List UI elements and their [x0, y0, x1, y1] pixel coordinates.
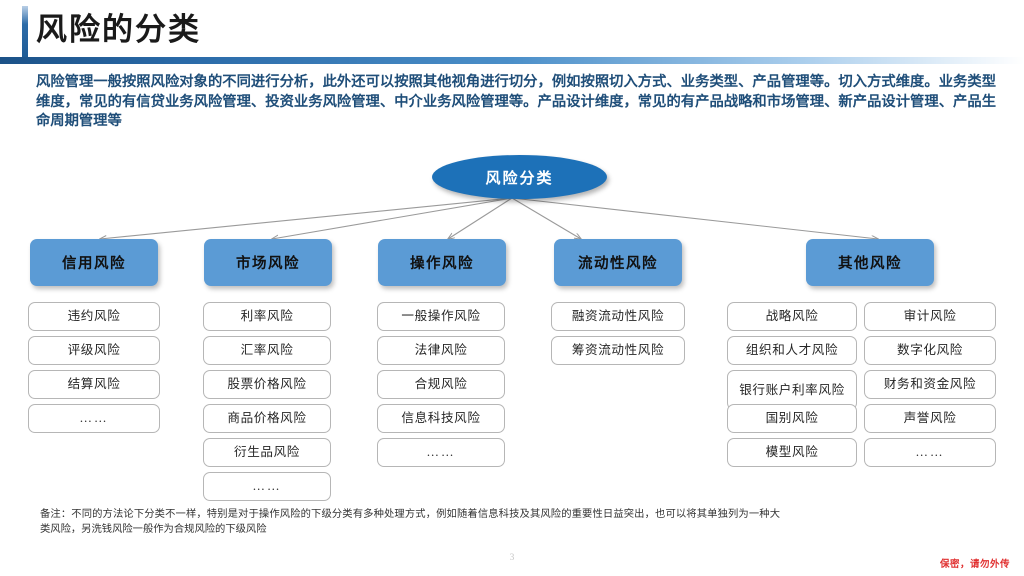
list-item[interactable]: 战略风险 — [727, 302, 857, 331]
list-item[interactable]: 银行账户利率风险 — [727, 370, 857, 410]
list-item[interactable]: 国别风险 — [727, 404, 857, 433]
title-underline-divider — [0, 57, 1024, 64]
category-header-operational-risk[interactable]: 操作风险 — [378, 239, 506, 286]
category-header-other-risk[interactable]: 其他风险 — [806, 239, 934, 286]
category-header-liquidity-risk[interactable]: 流动性风险 — [554, 239, 682, 286]
list-item[interactable]: 财务和资金风险 — [864, 370, 996, 399]
confidential-notice: 保密，请勿外传 — [939, 560, 1010, 570]
list-item[interactable]: 结算风险 — [28, 370, 160, 399]
list-item[interactable]: 评级风险 — [28, 336, 160, 365]
list-item[interactable]: 商品价格风险 — [203, 404, 331, 433]
list-item[interactable]: 信息科技风险 — [377, 404, 505, 433]
list-item[interactable]: 数字化风险 — [864, 336, 996, 365]
list-item[interactable]: 违约风险 — [28, 302, 160, 331]
list-item[interactable]: 审计风险 — [864, 302, 996, 331]
category-header-market-risk[interactable]: 市场风险 — [204, 239, 332, 286]
list-item[interactable]: 组织和人才风险 — [727, 336, 857, 365]
list-item[interactable]: 法律风险 — [377, 336, 505, 365]
list-item[interactable]: 一般操作风险 — [377, 302, 505, 331]
list-item[interactable]: 汇率风险 — [203, 336, 331, 365]
list-item-ellipsis[interactable]: …… — [203, 472, 331, 501]
list-item[interactable]: 筹资流动性风险 — [551, 336, 685, 365]
page-number: 3 — [509, 553, 515, 563]
list-item-ellipsis[interactable]: …… — [28, 404, 160, 433]
list-item[interactable]: 模型风险 — [727, 438, 857, 467]
intro-paragraph: 风险管理一般按照风险对象的不同进行分析，此外还可以按照其他视角进行切分，例如按照… — [36, 74, 996, 129]
list-item[interactable]: 融资流动性风险 — [551, 302, 685, 331]
list-item[interactable]: 股票价格风险 — [203, 370, 331, 399]
list-item-ellipsis[interactable]: …… — [864, 438, 996, 467]
list-item[interactable]: 利率风险 — [203, 302, 331, 331]
list-item[interactable]: 合规风险 — [377, 370, 505, 399]
list-item[interactable]: 声誉风险 — [864, 404, 996, 433]
list-item[interactable]: 衍生品风险 — [203, 438, 331, 467]
footnote-text: 备注：不同的方法论下分类不一样，特别是对于操作风险的下级分类有多种处理方式，例如… — [40, 509, 780, 535]
root-node-risk-classification[interactable]: 风险分类 — [432, 155, 607, 199]
list-item-ellipsis[interactable]: …… — [377, 438, 505, 467]
page-title: 风险的分类 — [36, 12, 201, 47]
title-accent-bar — [22, 6, 28, 58]
category-header-credit-risk[interactable]: 信用风险 — [30, 239, 158, 286]
